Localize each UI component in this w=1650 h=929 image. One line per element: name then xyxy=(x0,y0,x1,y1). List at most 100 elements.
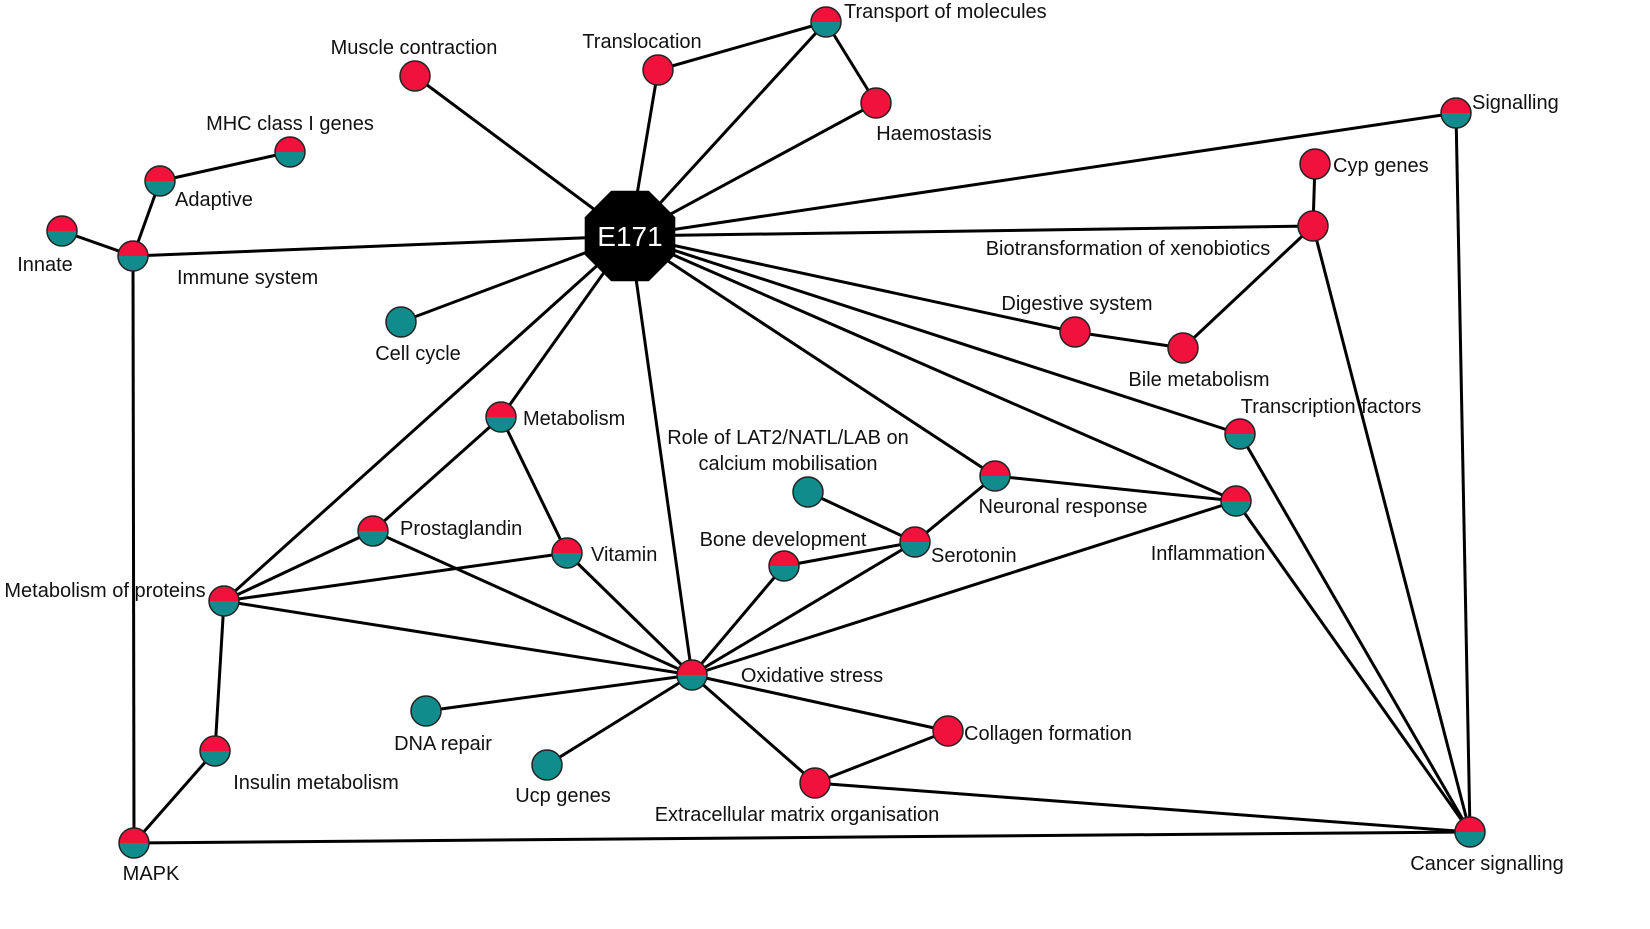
node-top-half xyxy=(980,461,1010,476)
node-outline xyxy=(810,6,842,38)
edge-mhc-adaptive xyxy=(159,150,291,183)
node-top-half xyxy=(1225,419,1255,434)
node-bottom-half xyxy=(1221,501,1251,516)
edge-e171-oxidative xyxy=(628,235,694,676)
node-circle xyxy=(642,54,674,86)
label-ucp: Ucp genes xyxy=(515,785,611,807)
label-mapk: MAPK xyxy=(123,863,180,885)
node-bottom-half xyxy=(275,152,305,167)
label-metprot: Metabolism of proteins xyxy=(4,580,205,602)
edge-ecm-cancer xyxy=(814,781,1471,834)
edge-oxidative-ucp xyxy=(546,673,693,767)
edge-vitamin-oxidative xyxy=(565,551,694,677)
node-inflammation xyxy=(1220,485,1252,517)
edge-signalling-cancer xyxy=(1454,112,1472,833)
node-outline xyxy=(676,659,708,691)
edge-e171-signalling xyxy=(629,111,1457,238)
node-circle xyxy=(860,87,892,119)
label-biotrans: Biotransformation of xenobiotics xyxy=(986,238,1271,260)
edge-transcription-cancer xyxy=(1238,433,1472,833)
node-outline xyxy=(274,136,306,168)
node-prosta xyxy=(357,515,389,547)
label-insulin: Insulin metabolism xyxy=(233,772,399,794)
edge-oxidative-dna xyxy=(425,673,693,713)
label-mhc: MHC class I genes xyxy=(206,113,374,135)
edge-transport-haemo xyxy=(824,21,878,104)
node-top-half xyxy=(275,137,305,152)
node-top-half xyxy=(209,586,239,601)
edge-insulin-mapk xyxy=(132,750,217,844)
node-outline xyxy=(1220,485,1252,517)
node-ucp xyxy=(531,749,563,781)
node-mapk xyxy=(118,827,150,859)
node-top-half xyxy=(119,828,149,843)
node-bottom-half xyxy=(1225,434,1255,449)
edge-mapk-cancer xyxy=(133,830,1471,845)
label-dna: DNA repair xyxy=(394,733,492,755)
label-transport: Transport of molecules xyxy=(844,1,1047,23)
edge-inflammation-cancer xyxy=(1234,500,1472,833)
edge-prosta-metprot xyxy=(223,529,374,603)
node-outline xyxy=(117,240,149,272)
edge-immune-mapk xyxy=(131,255,136,844)
node-top-half xyxy=(677,660,707,675)
edge-metprot-oxidative xyxy=(223,599,693,677)
node-outline xyxy=(208,585,240,617)
node-transport xyxy=(810,6,842,38)
edge-inflammation-oxidative xyxy=(691,499,1237,677)
label-adaptive: Adaptive xyxy=(175,189,253,211)
edge-biotrans-cancer xyxy=(1311,225,1472,833)
node-outline xyxy=(1454,816,1486,848)
node-circle xyxy=(792,476,824,508)
node-bottom-half xyxy=(145,181,175,196)
label-muscle: Muscle contraction xyxy=(331,37,498,59)
node-top-half xyxy=(900,527,930,542)
node-bile xyxy=(1167,332,1199,364)
node-circle xyxy=(1297,210,1329,242)
edge-metprot-insulin xyxy=(213,600,226,752)
node-cyp xyxy=(1299,148,1331,180)
node-digestive xyxy=(1059,316,1091,348)
node-outline xyxy=(768,550,800,582)
node-top-half xyxy=(811,7,841,22)
edge-metabolism-prosta xyxy=(372,415,502,533)
edge-e171-transport xyxy=(628,20,828,238)
node-outline xyxy=(1440,97,1472,129)
node-top-half xyxy=(1455,817,1485,832)
node-metprot xyxy=(208,585,240,617)
hub-label: E171 xyxy=(597,221,662,252)
edge-biotrans-bile xyxy=(1181,224,1315,350)
node-dna xyxy=(410,695,442,727)
node-outline xyxy=(1224,418,1256,450)
node-bottom-half xyxy=(1441,113,1471,128)
label-transloc: Translocation xyxy=(582,31,701,53)
node-signalling xyxy=(1440,97,1472,129)
node-outline xyxy=(144,165,176,197)
node-bottom-half xyxy=(209,601,239,616)
edge-e171-inflammation xyxy=(629,234,1237,503)
node-outline xyxy=(979,460,1011,492)
node-circle xyxy=(410,695,442,727)
node-outline xyxy=(46,215,78,247)
node-bottom-half xyxy=(358,531,388,546)
node-bottom-half xyxy=(552,553,582,568)
node-top-half xyxy=(358,516,388,531)
node-circle xyxy=(1059,316,1091,348)
edge-e171-immune xyxy=(132,234,631,258)
label-ecm: Extracellular matrix organisation xyxy=(655,804,940,826)
node-cellcycle xyxy=(385,306,417,338)
edge-neuronal-serotonin xyxy=(914,474,996,544)
label-prosta: Prostaglandin xyxy=(400,518,522,540)
label-neuronal: Neuronal response xyxy=(979,496,1148,518)
label-transcription: Transcription factors xyxy=(1241,396,1421,418)
edge-oxidative-ecm xyxy=(691,673,816,785)
node-transloc xyxy=(642,54,674,86)
label-layer: Muscle contraction Translocation Transport… xyxy=(4,1,1563,885)
node-circle xyxy=(932,715,964,747)
edge-e171-neuronal xyxy=(629,234,996,478)
hub-node: E171 xyxy=(584,190,676,282)
node-circle xyxy=(1299,148,1331,180)
node-biotrans xyxy=(1297,210,1329,242)
